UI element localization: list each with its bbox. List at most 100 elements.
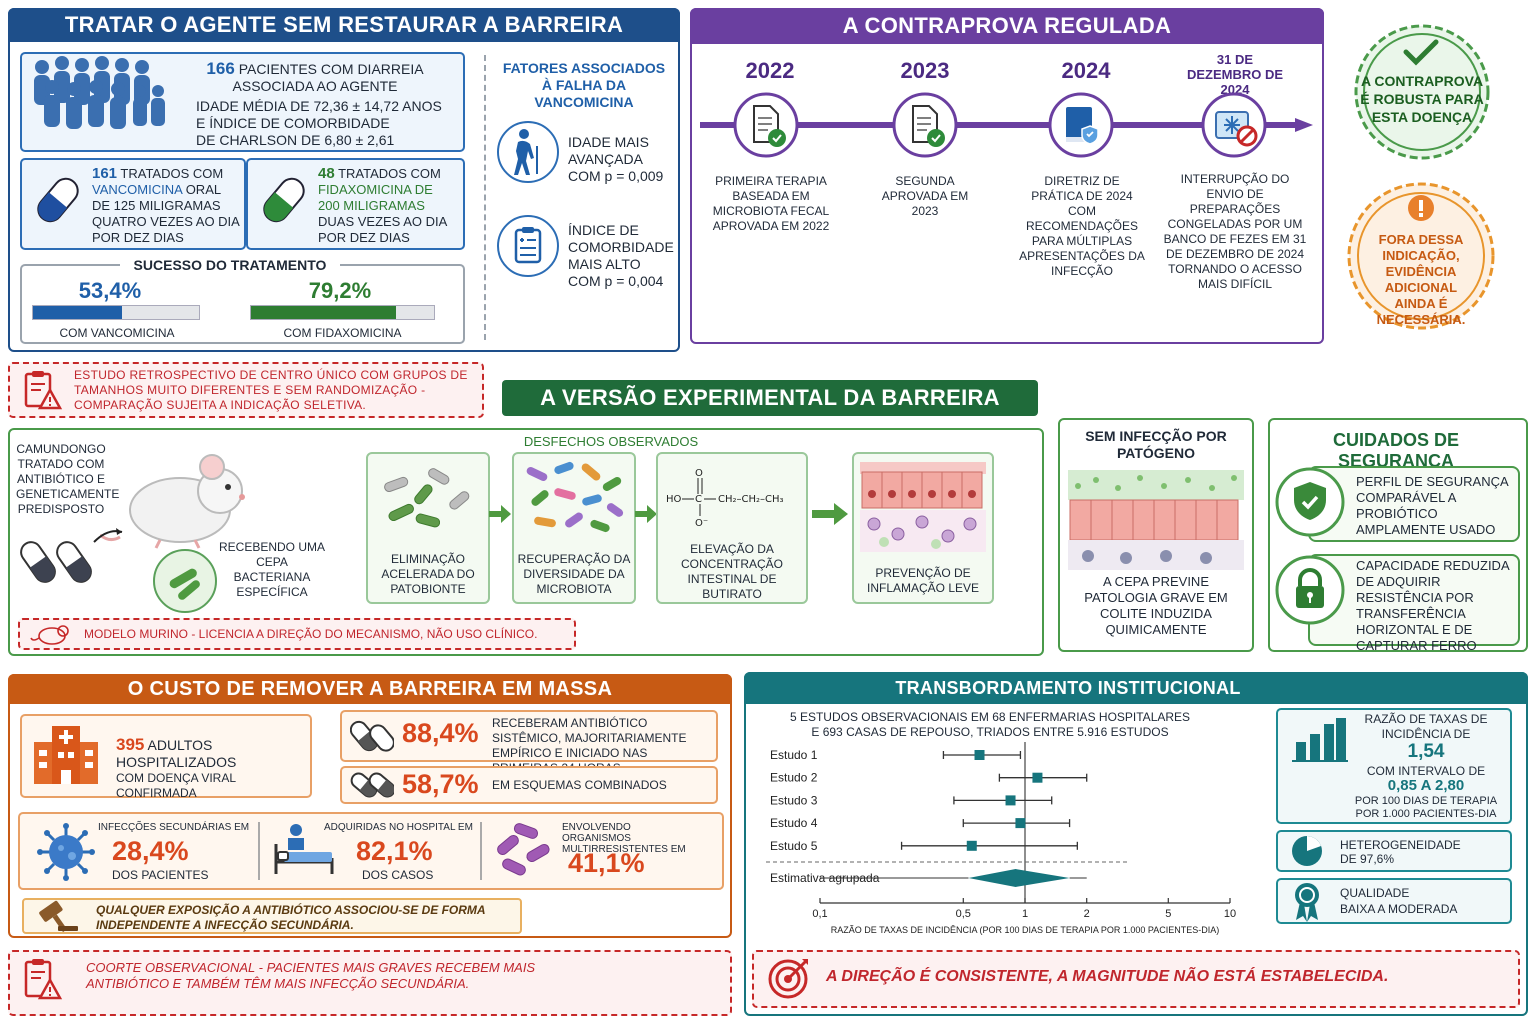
study-caveat-1 xyxy=(8,362,484,418)
fidax-text-1: TRATADOS COM xyxy=(338,166,441,181)
patients-count: 166 xyxy=(206,59,235,78)
vanco-success-fill xyxy=(33,306,122,319)
vanco-box xyxy=(20,158,246,250)
event-4-date: 31 DE DEZEMBRO DE 2024 xyxy=(1186,52,1284,97)
mouse-illustration xyxy=(100,445,260,555)
green-seal-text: A CONTRAPROVA É ROBUSTA PARA ESTA DOENÇA xyxy=(1360,73,1484,125)
approved-document-icon-2 xyxy=(892,92,958,158)
rr-ci-value: 0,85 A 2,80 xyxy=(1387,777,1465,794)
bacterial-strain-icon xyxy=(152,548,218,614)
factor-age-p: COM p = 0,009 xyxy=(568,168,664,184)
flow-arrow-2-icon xyxy=(635,505,657,523)
no-pathogen-title: SEM INFECÇÃO POR PATÓGENO xyxy=(1085,428,1227,461)
adults-text: 395 ADULTOS HOSPITALIZADOS COM DOENÇA VI… xyxy=(116,736,312,801)
secondary-label: INFECÇÕES SECUNDÁRIAS EM xyxy=(98,822,250,833)
people-group-icon xyxy=(30,55,170,135)
event-1-text: PRIMEIRA TERAPIA BASEADA EM MICROBIOTA F… xyxy=(712,174,830,233)
stat-antibiotic-pct: 88,4% xyxy=(402,718,479,748)
factor-comorbidity-label: ÍNDICE DE COMORBIDADE MAIS ALTO xyxy=(568,222,674,272)
stat-combo-pct: 58,7% xyxy=(402,769,479,799)
outcome-4-text: PREVENÇÃO DE INFLAMAÇÃO LEVE xyxy=(866,566,980,595)
fidax-success-fill xyxy=(251,306,396,319)
study-point xyxy=(1015,818,1026,829)
event-3-text: DIRETRIZ DE PRÁTICA DE 2024 COM RECOMEND… xyxy=(1019,174,1145,278)
secondary-stats-box xyxy=(18,812,724,890)
secondary-sub: DOS PACIENTES xyxy=(112,868,209,882)
fidax-text: 48 TRATADOS COM FIDAXOMICINA DE 200 MILI… xyxy=(318,166,463,246)
x-axis-tick-label: 10 xyxy=(1224,908,1236,920)
fidaxomicin-capsule-icon xyxy=(256,172,312,228)
panel-institutional-title-tail xyxy=(1392,672,1528,704)
hospital-acquired-pct: 82,1% xyxy=(356,836,433,866)
padlock-icon xyxy=(1274,554,1346,626)
mouse-outline-icon xyxy=(30,622,74,646)
cohort-caveat xyxy=(8,950,732,1016)
event-1-year: 2022 xyxy=(745,58,795,83)
fidax-success-pct: 79,2% xyxy=(308,278,372,303)
pill-icon-2 xyxy=(350,768,394,802)
event-2-year: 2023 xyxy=(900,58,950,83)
panel-mass-removal-title: O CUSTO DE REMOVER A BARREIRA EM MASSA xyxy=(8,674,732,704)
guideline-book-icon xyxy=(1048,92,1114,158)
fidax-text-4: DUAS VEZES AO DIA xyxy=(318,214,448,229)
x-axis-tick-label: 5 xyxy=(1165,908,1171,920)
panel-treat-agent-title: TRATAR O AGENTE SEM RESTAURAR A BARREIRA xyxy=(8,8,680,42)
factor-age-text: IDADE MAIS AVANÇADA COM p = 0,009 xyxy=(568,134,673,185)
vanco-text-5: QUATRO VEZES AO DIA xyxy=(92,214,240,229)
secondary-pct: 28,4% xyxy=(112,836,189,866)
green-seal-badge xyxy=(1340,22,1504,162)
study-label: Estudo 3 xyxy=(770,793,818,807)
shield-check-icon xyxy=(1274,466,1346,538)
adults-text-1: ADULTOS HOSPITALIZADOS xyxy=(116,737,237,770)
study-point xyxy=(974,750,985,760)
fidax-text-5: POR DEZ DIAS xyxy=(318,230,410,245)
vanco-text-3: ORAL xyxy=(185,182,222,197)
colon-tissue-icon xyxy=(1068,470,1244,570)
study-label: Estudo 2 xyxy=(770,771,818,785)
panel-regulated-title: A CONTRAPROVA REGULADA xyxy=(690,8,1324,44)
svg-text:O: O xyxy=(695,468,703,479)
study-point xyxy=(1005,795,1016,806)
target-icon xyxy=(766,955,812,1001)
x-axis-label: RAZÃO DE TAXAS DE INCIDÊNCIA (POR 100 DI… xyxy=(831,925,1219,935)
warning-clipboard-icon xyxy=(20,368,64,412)
vanco-success-bar xyxy=(32,305,200,320)
strain-text: RECEBENDO UMA CEPA BACTERIANA ESPECÍFICA xyxy=(218,540,325,599)
factor-age-label: IDADE MAIS AVANÇADA xyxy=(568,134,649,167)
mdr-pct: 41,1% xyxy=(568,848,645,878)
arrow-to-mouse-icon xyxy=(92,524,126,544)
svg-text:O⁻: O⁻ xyxy=(695,518,708,528)
stat-antibiotic-box xyxy=(340,710,718,762)
stat-divider-1 xyxy=(258,822,260,880)
patients-line: 166 PACIENTES COM DIARREIA ASSOCIADA AO … xyxy=(180,60,450,95)
bar-chart-icon xyxy=(1292,714,1348,764)
outcomes-title: DESFECHOS OBSERVADOS xyxy=(523,434,699,449)
x-axis-tick-label: 2 xyxy=(1084,908,1090,920)
outcome-2-card xyxy=(512,452,636,604)
stat-divider-2 xyxy=(480,822,482,880)
event-3-year: 2024 xyxy=(1061,58,1111,83)
vanco-success-label: COM VANCOMICINA xyxy=(59,326,175,340)
adults-text-2: COM DOENÇA VIRAL CONFIRMADA xyxy=(116,771,236,800)
patients-charlson-2: DE CHARLSON DE 6,80 ± 2,61 xyxy=(196,132,395,148)
orange-seal-badge xyxy=(1346,176,1496,336)
murine-caveat-text: MODELO MURINO - LICENCIA A DIREÇÃO DO ME… xyxy=(84,627,538,641)
verdict-box xyxy=(22,898,522,934)
pathobiont-icon xyxy=(378,460,478,540)
mdr-label: ENVOLVENDO ORGANISMOS MULTIRRESISTENTES … xyxy=(562,822,686,855)
flow-arrow-1-icon xyxy=(489,505,511,523)
panel1-divider xyxy=(484,55,486,340)
pie-chart-icon xyxy=(1290,834,1324,868)
fidax-success-label: COM FIDAXOMICINA xyxy=(283,326,402,340)
study-label: Estudo 1 xyxy=(770,748,818,762)
pooled-diamond xyxy=(968,869,1070,887)
pill-icon-1 xyxy=(350,716,394,756)
event-2-text: SEGUNDA APROVADA EM 2023 xyxy=(881,174,969,218)
elderly-person-icon xyxy=(496,120,560,184)
safety-item-1-text: PERFIL DE SEGURANÇA COMPARÁVEL A PROBIÓT… xyxy=(1356,474,1508,537)
virus-icon xyxy=(34,820,98,884)
summary-line-1: 5 ESTUDOS OBSERVACIONAIS EM 68 ENFERMARI… xyxy=(789,710,1191,724)
approved-document-icon-1 xyxy=(733,92,799,158)
